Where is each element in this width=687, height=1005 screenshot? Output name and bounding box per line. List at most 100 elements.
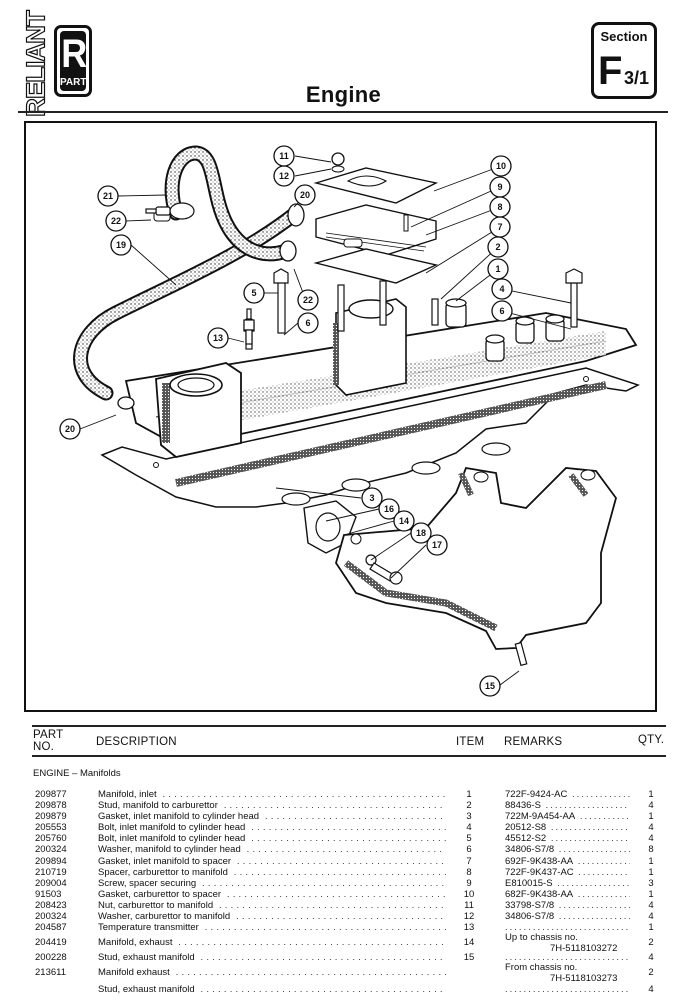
leader-dots: ........................................…	[233, 867, 446, 878]
part-number: 200324	[35, 911, 67, 922]
quantity: 4	[648, 952, 654, 963]
description-text: Bolt, inlet manifold to cylinder head	[98, 822, 246, 833]
leader-dots: ........................................…	[223, 800, 446, 811]
quantity: 3	[648, 878, 654, 889]
part-number: 204587	[35, 922, 67, 933]
exhaust-manifold	[303, 466, 617, 667]
leader-dots: ........................................…	[251, 822, 446, 833]
part-description: Bolt, inlet manifold to cylinder head ..…	[98, 822, 446, 834]
item-number: 10	[463, 889, 475, 900]
temperature-transmitter	[243, 308, 255, 345]
part-description: Bolt, inlet manifold to cylinder head ..…	[98, 833, 446, 845]
item-number: 7	[466, 856, 472, 867]
part-description: Spacer, carburettor to manifold ........…	[98, 867, 446, 879]
quantity: 8	[648, 844, 654, 855]
quantity: 4	[648, 833, 654, 844]
item-number: 4	[466, 822, 472, 833]
description-text: Nut, carburettor to manifold	[98, 900, 214, 911]
quantity: 2	[648, 967, 654, 978]
leader-dots: ........................................	[550, 822, 630, 833]
description-text: Stud, exhaust manifold	[98, 984, 195, 995]
column-header-description: DESCRIPTION	[96, 736, 177, 748]
part-description: Nut, carburettor to manifold ...........…	[98, 900, 446, 912]
page-title: Engine	[305, 82, 382, 107]
leader-dots: ........................................	[571, 789, 630, 800]
part-description: Manifold, exhaust ......................…	[98, 937, 446, 949]
table-row: 205760 Bolt, inlet manifold to cylinder h…	[0, 833, 687, 845]
part-number: 209004	[35, 878, 67, 889]
part-description: Screw, spacer securing .................…	[98, 878, 446, 890]
leader-dots: ........................................…	[175, 967, 446, 978]
remarks-text: 45512-S2	[505, 833, 547, 844]
part-description: Washer, carburettor to manifold ........…	[98, 911, 446, 923]
part-number: 205760	[35, 833, 67, 844]
part-description: Gasket, carburettor to spacer ..........…	[98, 889, 446, 901]
table-row: 205553 Bolt, inlet manifold to cylinder h…	[0, 822, 687, 834]
table-row: 200324 Washer, carburettor to manifold ..…	[0, 911, 687, 923]
part-description: Stud, manifold to carburettor ..........…	[98, 800, 446, 812]
leader-dots: ........................................	[579, 811, 630, 822]
leader-dots: ........................................	[505, 984, 630, 995]
leader-dots: ........................................…	[246, 844, 446, 855]
item-number: 14	[463, 937, 475, 948]
column-header-remarks: REMARKS	[504, 736, 563, 748]
leader-dots: ........................................	[550, 833, 630, 844]
description-text: Screw, spacer securing	[98, 878, 197, 889]
group-title: ENGINE – Manifolds	[33, 768, 121, 779]
section-badge: Section F 3/1	[591, 22, 657, 99]
description-text: Temperature transmitter	[98, 922, 199, 933]
part-description: Temperature transmitter ................…	[98, 922, 446, 934]
remarks-text: 20512-S8	[505, 822, 547, 833]
description-text: Gasket, inlet manifold to spacer	[98, 856, 232, 867]
remarks-line-1: From chassis no.	[505, 962, 578, 973]
section-label: Section	[600, 29, 648, 44]
column-header-part-no: PART NO.	[33, 729, 64, 753]
table-header-bottom-rule	[32, 755, 666, 757]
part-number: 205553	[35, 822, 67, 833]
remarks-text: 88436-S	[505, 800, 541, 811]
remarks-chassis-range: Up to chassis no.7H-5118103272	[505, 932, 617, 954]
leader-dots: ........................................…	[226, 889, 446, 900]
part-number: 209894	[35, 856, 67, 867]
part-description: Stud, exhaust manifold .................…	[98, 952, 446, 964]
remarks-text: 34806-S7/8	[505, 844, 555, 855]
remarks-text: 722F-9424-AC	[505, 789, 568, 800]
exploded-diagram: 11 12 20 10 9 8 7 2 1 4 6 5 6 13 21 22 1…	[24, 121, 657, 712]
part-description: Washer, manifold to cylinder head ......…	[98, 844, 446, 856]
quantity: 1	[648, 811, 654, 822]
table-header-top-rule	[32, 725, 666, 727]
remarks: 45512-S2 ...............................…	[505, 833, 630, 845]
inlet-manifold-gasket	[100, 367, 640, 508]
leader-dots: ........................................	[558, 900, 630, 911]
quantity: 1	[648, 856, 654, 867]
table-row: Stud, exhaust manifold .................…	[0, 984, 687, 996]
leader-dots: ........................................…	[251, 833, 446, 844]
quantity: 2	[648, 937, 654, 948]
remarks-line-1: Up to chassis no.	[505, 932, 578, 943]
leader-dots: ........................................…	[178, 937, 446, 948]
remarks-chassis-range: From chassis no.7H-5118103273	[505, 962, 617, 984]
description-text: Bolt, inlet manifold to cylinder head	[98, 833, 246, 844]
remarks: 20512-S8 ...............................…	[505, 822, 630, 834]
leader-dots: ........................................	[578, 867, 630, 878]
part-description: Manifold, inlet ........................…	[98, 789, 446, 801]
item-number: 5	[466, 833, 472, 844]
water-hoses	[73, 145, 305, 410]
description-text: Stud, exhaust manifold	[98, 952, 195, 963]
part-description: Stud, exhaust manifold .................…	[98, 984, 446, 996]
remarks-text: 722F-9K437-AC	[505, 867, 574, 878]
part-number: 91503	[35, 889, 62, 900]
brand-sub: PART	[60, 77, 87, 88]
leader-dots: ........................................…	[218, 900, 446, 911]
section-subcode: 3/1	[624, 68, 650, 88]
part-number: 210719	[35, 867, 67, 878]
remarks: 722F-9424-AC ...........................…	[505, 789, 630, 801]
item-number: 8	[466, 867, 472, 878]
leader-dots: ........................................	[558, 844, 630, 855]
leader-dots: ........................................	[577, 856, 630, 867]
leader-dots: ........................................…	[236, 856, 446, 867]
description-text: Washer, carburettor to manifold	[98, 911, 231, 922]
